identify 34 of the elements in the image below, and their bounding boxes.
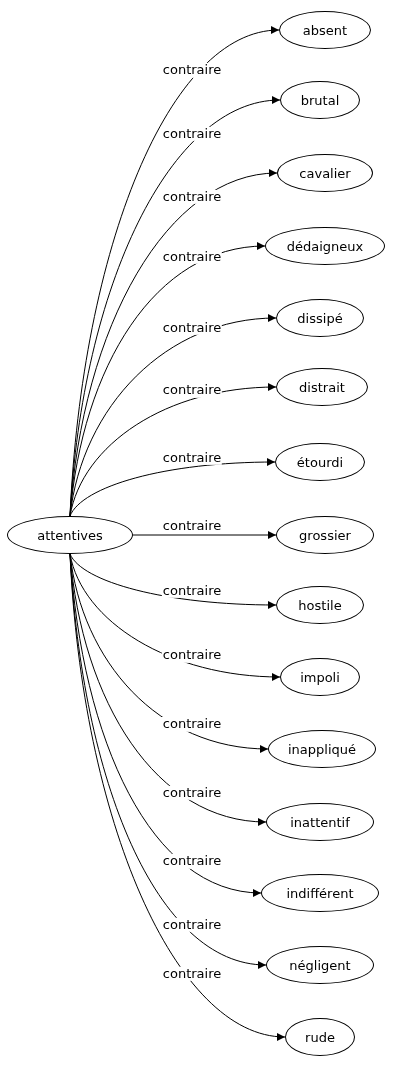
- ellipse-node: rude: [285, 1018, 355, 1056]
- edge-label: contraire: [161, 249, 223, 265]
- ellipse-node: inappliqué: [268, 730, 376, 768]
- ellipse-node: inattentif: [266, 803, 374, 841]
- ellipse-node: cavalier: [277, 154, 373, 192]
- edge-label: contraire: [161, 648, 223, 663]
- ellipse-node: hostile: [276, 586, 364, 624]
- arrow: [69, 553, 277, 609]
- arrow: [69, 553, 286, 1040]
- ellipse-node: dissipé: [276, 299, 364, 337]
- arrow: [132, 531, 277, 539]
- ellipse-node: impoli: [280, 658, 360, 696]
- ellipse-node: étourdi: [275, 443, 365, 481]
- edge-label: contraire: [161, 126, 223, 142]
- ellipse-node: brutal: [280, 81, 360, 119]
- ellipse-node: distrait: [276, 368, 368, 406]
- edge-label: contraire: [161, 917, 223, 932]
- ellipse-node: attentives: [7, 516, 133, 554]
- edge-label: contraire: [161, 63, 223, 78]
- edge-label: contraire: [161, 383, 223, 398]
- edge-label: contraire: [161, 320, 223, 335]
- arrow: [69, 458, 276, 517]
- edge-label: contraire: [161, 966, 223, 981]
- edge-label: contraire: [161, 189, 223, 205]
- ellipse-node: grossier: [276, 516, 374, 554]
- edge-label: contraire: [161, 584, 223, 599]
- ellipse-node: absent: [279, 11, 371, 49]
- ellipse-node: indifférent: [261, 874, 379, 912]
- edge-label: contraire: [161, 450, 223, 466]
- edge-label: contraire: [161, 717, 223, 732]
- edge-label: contraire: [161, 785, 223, 800]
- edge-label: contraire: [161, 854, 223, 869]
- ellipse-node: négligent: [266, 946, 374, 984]
- ellipse-node: dédaigneux: [265, 227, 385, 265]
